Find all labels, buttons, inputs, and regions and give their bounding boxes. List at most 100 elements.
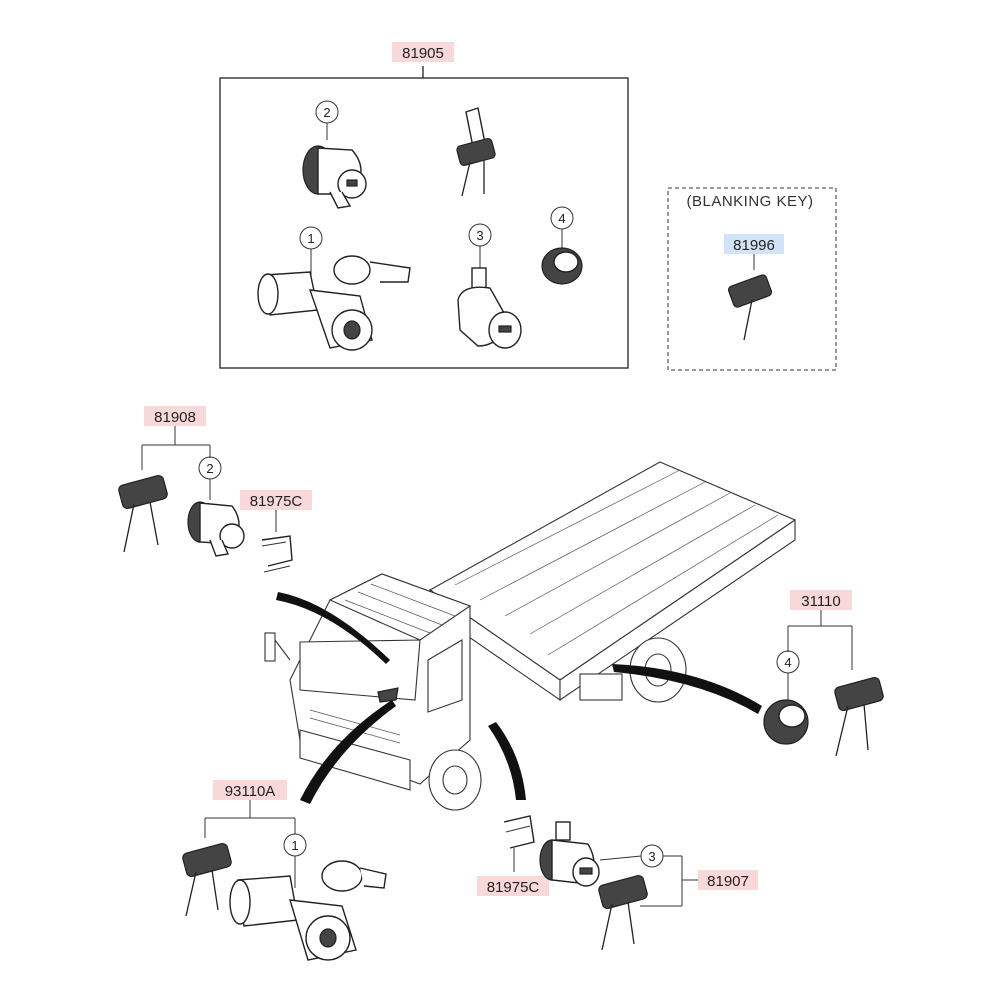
ignition-end — [229, 879, 251, 925]
main-set-pn-box — [392, 42, 454, 62]
key-blade — [461, 161, 471, 197]
key-blade — [835, 705, 849, 757]
key-blade-2 — [627, 901, 635, 945]
pointer-fuel-cap — [612, 664, 762, 714]
clip-shape — [261, 535, 293, 567]
clip-upper-group: 81975C — [240, 490, 312, 573]
key-blade — [601, 903, 613, 951]
callout-3: 3 — [476, 228, 483, 243]
cylinder-tab — [555, 821, 571, 841]
cylinder-lever — [209, 539, 229, 557]
ignition-bracket — [359, 867, 387, 889]
door-lock-right-pn-box — [698, 870, 758, 890]
ignition-set-group: 93110A 1 — [182, 780, 387, 961]
main-set-frame — [219, 77, 629, 369]
ignition-keyhole — [319, 928, 337, 948]
blanking-key-blade — [743, 299, 753, 341]
blanking-key-head — [727, 274, 773, 308]
ignition-set-pn-box — [213, 780, 287, 800]
clip-edge — [505, 825, 531, 833]
roof-rib — [357, 591, 443, 626]
pointer-arrows — [276, 592, 762, 804]
clip-lower-group: 81975C — [477, 815, 549, 896]
callout-4: 4 — [558, 211, 565, 226]
key-head — [834, 676, 884, 712]
fuel-cap-face — [778, 704, 806, 728]
bed-plank — [479, 481, 706, 601]
ignition-collar — [321, 860, 363, 892]
bed-plank — [504, 492, 731, 617]
cylinder-face — [219, 523, 245, 549]
callout-4-set: 4 — [784, 655, 791, 670]
fuel-cap-set-group: 31110 4 — [763, 590, 884, 757]
keyhole — [498, 325, 512, 333]
bed-plank — [454, 469, 681, 586]
callout-2: 2 — [323, 105, 330, 120]
key-head — [182, 842, 232, 878]
fuel-cap-face — [553, 251, 579, 273]
fuel-cap-set-pn: 31110 — [801, 593, 841, 610]
ignition-set-pn: 93110A — [225, 783, 276, 800]
key-blade-2 — [149, 501, 159, 546]
keyhole — [579, 867, 593, 875]
ignition-bracket — [369, 261, 411, 283]
bed-plank — [529, 504, 756, 635]
door-lock-left-pn-box — [144, 406, 206, 426]
fuel-tank — [579, 673, 623, 701]
truck-illustration — [264, 461, 797, 811]
blanking-key-title: (BLANKING KEY) — [686, 193, 813, 210]
fuel-cap-part: 4 — [541, 206, 583, 285]
key-head — [456, 137, 496, 167]
pointer-door-rh — [488, 722, 526, 800]
roof-rib — [370, 583, 456, 617]
clip-lower-pn: 81975C — [487, 879, 540, 896]
key-head — [118, 474, 168, 510]
cylinder-lever — [329, 191, 352, 209]
pointer-door-lh — [276, 592, 390, 664]
clip-upper-pn-box — [240, 490, 312, 510]
side-window — [427, 639, 463, 713]
key-pair-part — [456, 107, 496, 197]
door-handle-indicator — [377, 687, 399, 703]
cargo-bed-rear — [559, 518, 796, 702]
main-set-group: 81905 2 1 — [219, 42, 629, 369]
ignition-lock-part: 1 — [257, 226, 411, 351]
main-set-pn: 81905 — [402, 45, 444, 62]
roof-rib — [344, 599, 431, 634]
pointer-ignition — [300, 700, 396, 804]
blanking-key-group: (BLANKING KEY) 81996 — [667, 187, 837, 371]
clip-shape — [503, 815, 535, 849]
key-blade-2 — [211, 869, 219, 911]
key-blade-2 — [863, 703, 869, 751]
key-blade — [185, 871, 197, 917]
windshield — [299, 639, 421, 701]
door-lock-right-pn: 81907 — [707, 873, 749, 890]
key-head — [598, 874, 648, 910]
door-cylinder-part: 2 — [302, 100, 367, 209]
ignition-keyhole — [343, 320, 361, 340]
callout-1: 1 — [307, 231, 314, 246]
callout-2-left: 2 — [206, 461, 213, 476]
bed-plank — [547, 514, 779, 656]
blanking-key-pn: 81996 — [733, 237, 775, 254]
blanking-key-frame — [667, 187, 837, 371]
key-blade — [123, 503, 135, 553]
fuel-cap-set-pn-box — [790, 590, 852, 610]
keyhole — [346, 179, 358, 187]
clip-edge — [261, 541, 287, 547]
grille-line — [309, 709, 401, 736]
blanking-key-pn-box — [724, 234, 784, 254]
door-lock-set-left-group: 81908 2 — [118, 406, 245, 557]
clip-edge — [263, 565, 291, 573]
door-cylinder-rh-part: 3 — [457, 223, 522, 349]
ignition-end — [257, 273, 279, 315]
front-bumper — [299, 729, 411, 791]
clip-upper-pn: 81975C — [250, 493, 303, 510]
callout-3-set: 3 — [648, 849, 655, 864]
callout-1-set: 1 — [291, 838, 298, 853]
side-mirror — [264, 632, 276, 662]
ignition-collar — [333, 255, 371, 285]
front-wheel-hub — [442, 765, 468, 795]
door-lock-left-pn: 81908 — [154, 409, 196, 426]
